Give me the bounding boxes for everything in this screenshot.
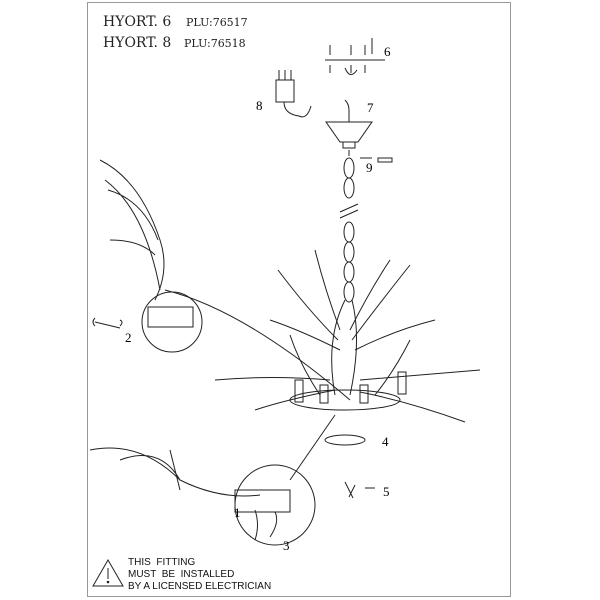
electrician-warning: THIS FITTING MUST BE INSTALLED BY A LICE… xyxy=(128,557,271,593)
antler-arm-detail xyxy=(99,159,165,301)
page-frame xyxy=(87,2,511,597)
callout-4: 4 xyxy=(382,434,389,449)
callout-5: 5 xyxy=(383,484,390,499)
callout-9: 9 xyxy=(366,160,373,175)
model-name: HYORT. 6 xyxy=(103,14,172,30)
callout-8: 8 xyxy=(256,98,263,113)
callout-7: 7 xyxy=(367,100,374,115)
antler-chandelier-body xyxy=(214,249,481,446)
callout-3: 3 xyxy=(283,538,290,553)
model-plu: PLU:76517 xyxy=(186,16,248,29)
antler-arm-detail xyxy=(89,447,261,497)
callout-2: 2 xyxy=(125,330,132,345)
wire-connector xyxy=(275,70,312,118)
warning-line: BY A LICENSED ELECTRICIAN xyxy=(128,581,272,592)
warning-line: MUST BE INSTALLED xyxy=(128,569,235,580)
chain xyxy=(339,150,393,303)
warning-triangle-icon xyxy=(92,558,124,587)
detail-circle-1-3 xyxy=(234,464,316,546)
detail-circle-2 xyxy=(141,291,203,353)
model-name: HYORT. 8 xyxy=(103,35,172,51)
model-plu: PLU:76518 xyxy=(184,37,246,50)
callout-1: 1 xyxy=(234,505,241,520)
spanner-icon xyxy=(92,317,123,329)
ceiling-fixing-screws xyxy=(325,38,385,75)
canopy xyxy=(325,121,373,149)
warning-line: THIS FITTING xyxy=(128,557,196,568)
callout-6: 6 xyxy=(384,44,391,59)
